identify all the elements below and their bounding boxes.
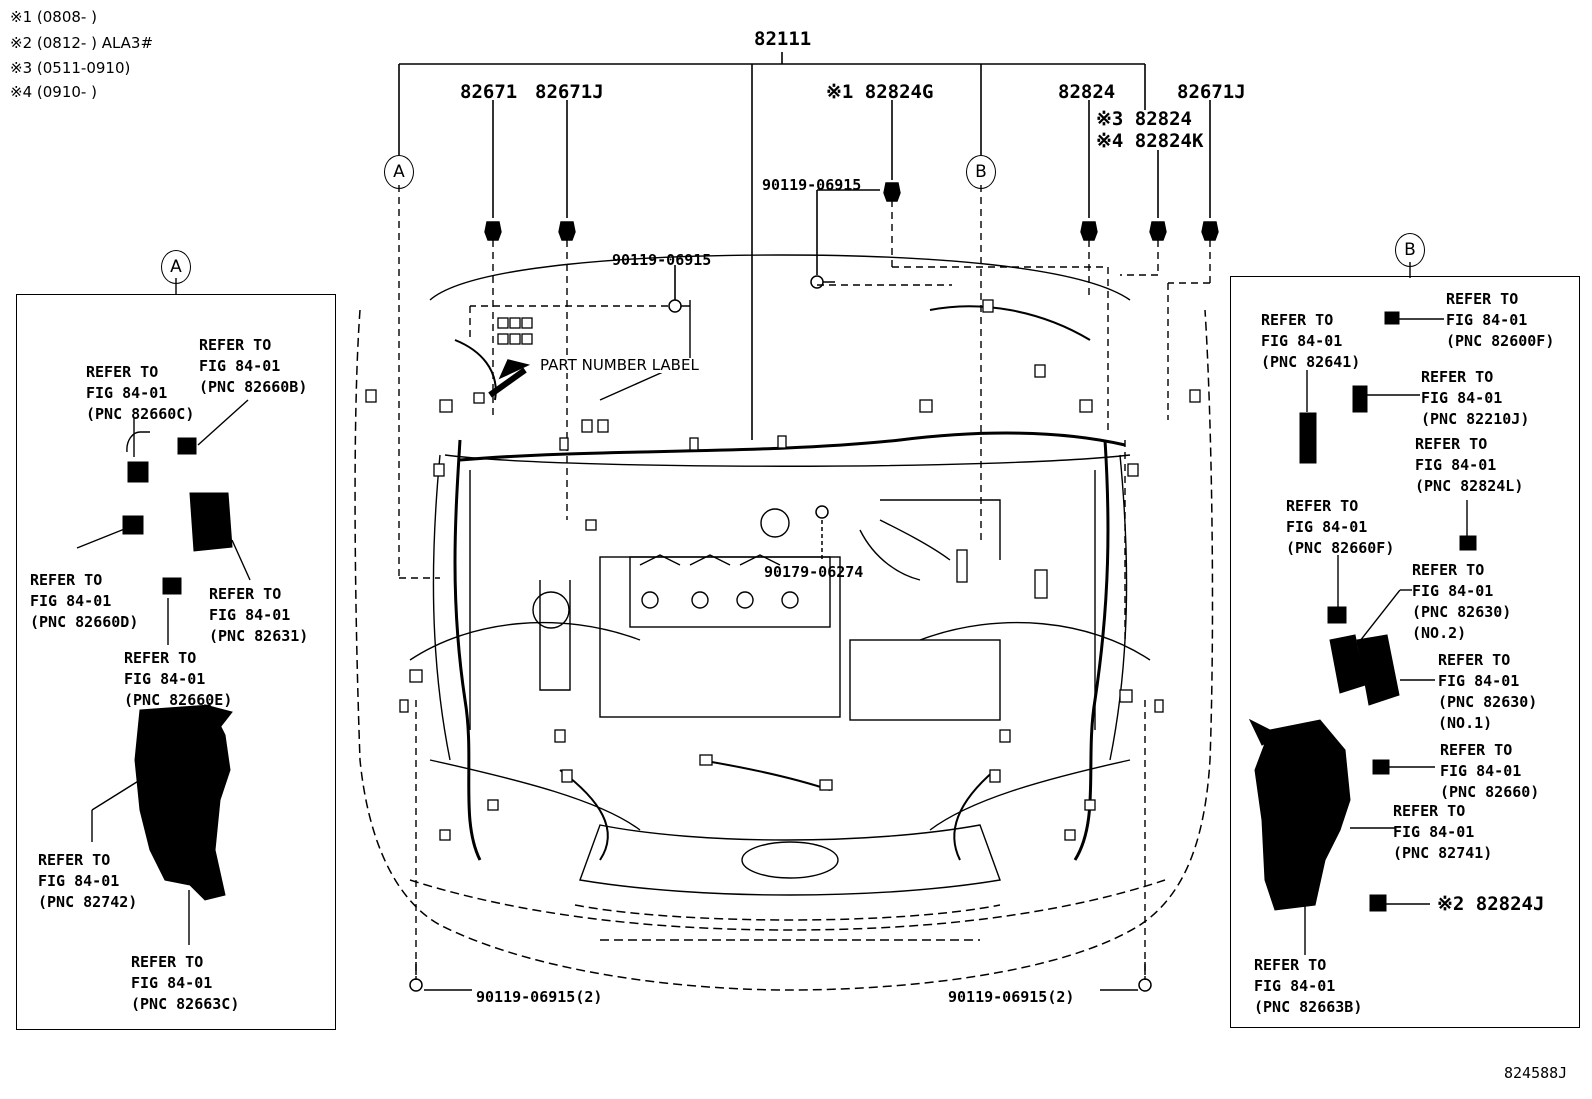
inset-a-ref-82660b: REFER TO FIG 84-01 (PNC 82660B) xyxy=(199,336,308,396)
inset-a-ref-82660c: REFER TO FIG 84-01 (PNC 82660C) xyxy=(86,363,195,423)
figure-id: 824588J xyxy=(1504,1064,1568,1082)
bolt-label-top-left: 90119-06915 xyxy=(612,251,712,269)
inset-a-ref-82631: REFER TO FIG 84-01 (PNC 82631) xyxy=(209,585,309,645)
inset-b-ref-82600f: REFER TO FIG 84-01 (PNC 82600F) xyxy=(1446,290,1555,350)
inset-b-panel xyxy=(1230,276,1580,1028)
inset-b-ref-82641: REFER TO FIG 84-01 (PNC 82641) xyxy=(1261,311,1361,371)
bolt-label-left-bottom: 90119-06915(2) xyxy=(476,988,603,1006)
part-82824-variant3: ※3 82824 xyxy=(1096,108,1192,130)
callout-b-inset: B xyxy=(1395,233,1425,267)
inset-a-ref-82660e: REFER TO FIG 84-01 (PNC 82660E) xyxy=(124,649,233,709)
part-82824g: ※1 82824G xyxy=(826,81,934,103)
note-3: ※3 (0511-0910) xyxy=(10,59,131,77)
inset-b-part-82824j: ※2 82824J xyxy=(1437,893,1545,915)
bolt-label-right-bottom: 90119-06915(2) xyxy=(948,988,1075,1006)
inset-a-ref-82660d: REFER TO FIG 84-01 (PNC 82660D) xyxy=(30,571,139,631)
inset-a-ref-82663c: REFER TO FIG 84-01 (PNC 82663C) xyxy=(131,953,240,1013)
note-1: ※1 (0808- ) xyxy=(10,8,97,26)
inset-a-panel xyxy=(16,294,336,1030)
part-82824k: ※4 82824K xyxy=(1096,130,1204,152)
inset-b-ref-82824l: REFER TO FIG 84-01 (PNC 82824L) xyxy=(1415,435,1524,495)
inset-a-ref-82742: REFER TO FIG 84-01 (PNC 82742) xyxy=(38,851,138,911)
bolt-label-top-right: 90119-06915 xyxy=(762,176,862,194)
inset-b-ref-82630-no1: REFER TO FIG 84-01 (PNC 82630) (NO.1) xyxy=(1438,651,1538,732)
part-82671: 82671 xyxy=(460,81,518,103)
part-number-label-note: PART NUMBER LABEL xyxy=(540,356,699,374)
inset-b-ref-82210j: REFER TO FIG 84-01 (PNC 82210J) xyxy=(1421,368,1530,428)
bolt-label-engine: 90179-06274 xyxy=(764,563,864,581)
inset-b-ref-82741: REFER TO FIG 84-01 (PNC 82741) xyxy=(1393,802,1493,862)
part-main-harness: 82111 xyxy=(754,28,812,50)
inset-b-ref-82663b: REFER TO FIG 84-01 (PNC 82663B) xyxy=(1254,956,1363,1016)
part-82824: 82824 xyxy=(1058,81,1116,103)
callout-a-main: A xyxy=(384,155,414,189)
part-82671j-right: 82671J xyxy=(1177,81,1246,103)
inset-b-ref-82660f: REFER TO FIG 84-01 (PNC 82660F) xyxy=(1286,497,1395,557)
callout-b-main: B xyxy=(966,155,996,189)
inset-b-ref-82630-no2: REFER TO FIG 84-01 (PNC 82630) (NO.2) xyxy=(1412,561,1512,642)
note-4: ※4 (0910- ) xyxy=(10,83,97,101)
part-82671j-left: 82671J xyxy=(535,81,604,103)
note-2: ※2 (0812- ) ALA3# xyxy=(10,34,154,52)
callout-a-inset: A xyxy=(161,250,191,284)
inset-b-ref-82660: REFER TO FIG 84-01 (PNC 82660) xyxy=(1440,741,1540,801)
